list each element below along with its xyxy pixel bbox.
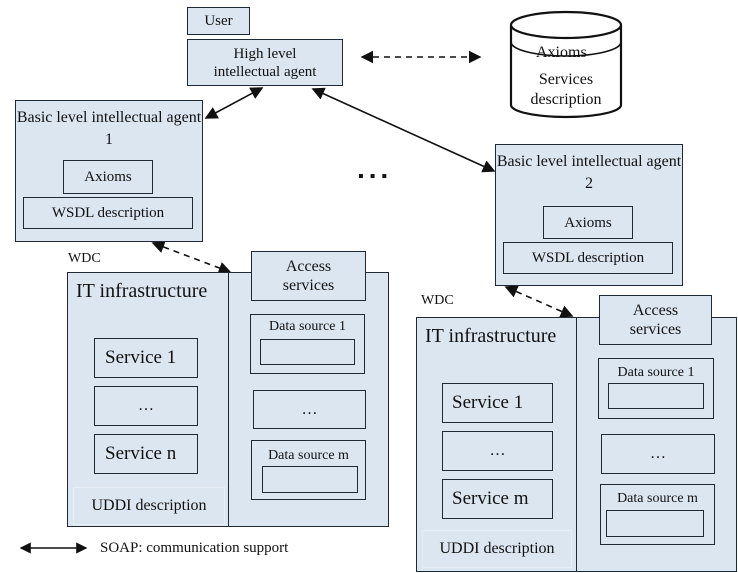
wdc2-data-source-1[interactable]: Data source 1 bbox=[598, 358, 714, 419]
wdc2-data-source-m[interactable]: Data source m bbox=[600, 484, 715, 545]
wdc1-uddi-label: UDDI description bbox=[91, 497, 207, 515]
wdc2-data-source-ellipsis[interactable]: … bbox=[601, 434, 715, 474]
wdc1-access-services-label: Access services bbox=[282, 257, 335, 294]
agent2-axioms-label: Axioms bbox=[564, 214, 612, 231]
wdc1-data-source-1[interactable]: Data source 1 bbox=[250, 314, 365, 374]
database-icon bbox=[509, 10, 623, 119]
wdc2-uddi[interactable]: UDDI description bbox=[422, 530, 572, 568]
wdc1-service-label: Service n bbox=[105, 442, 177, 464]
arrow-agent2-to-wdc2 bbox=[504, 285, 574, 318]
wdc1-data-source-ellipsis[interactable]: … bbox=[253, 390, 366, 429]
wdc2-it-title: IT infrastructure bbox=[425, 325, 557, 347]
wdc2-data-source-label: … bbox=[650, 445, 666, 463]
wdc1-data-source-m-slot bbox=[262, 466, 358, 493]
wdc1-data-source-label: Data source 1 bbox=[269, 319, 346, 334]
wdc1-label: WDC bbox=[68, 251, 101, 266]
agent2-wsdl-label: WSDL description bbox=[531, 250, 645, 266]
wdc1-uddi[interactable]: UDDI description bbox=[73, 487, 225, 525]
wdc1-access-services[interactable]: Access services bbox=[251, 251, 366, 301]
wdc2-data-source-label: Data source 1 bbox=[617, 365, 695, 380]
wdc2-it-infrastructure[interactable]: IT infrastructure Service 1 … Service m … bbox=[416, 317, 577, 572]
wdc1-service-ellipsis[interactable]: … bbox=[94, 386, 198, 426]
wdc1-service-label: Service 1 bbox=[105, 346, 177, 368]
wdc1-it-infrastructure[interactable]: IT infrastructure Service 1 … Service n … bbox=[67, 272, 229, 527]
high-level-agent-label: High level intellectual agent bbox=[213, 45, 317, 80]
agent1-axioms-label: Axioms bbox=[84, 169, 132, 185]
wdc1-service-n[interactable]: Service n bbox=[94, 434, 198, 474]
wdc2-service-label: … bbox=[489, 442, 506, 460]
agent1-wsdl-label: WSDL description bbox=[51, 205, 165, 221]
wdc2-data-source-1-slot bbox=[608, 383, 704, 409]
legend-label: SOAP: communication support bbox=[100, 540, 289, 556]
agent1-box[interactable]: Basic level intellectual agent 1 Axioms … bbox=[15, 100, 203, 242]
agent1-title: Basic level intellectual agent 1 bbox=[16, 109, 202, 149]
wdc2-uddi-label: UDDI description bbox=[439, 540, 555, 558]
database-services-description: Services description bbox=[530, 71, 602, 108]
wdc2-service-1[interactable]: Service 1 bbox=[442, 383, 553, 423]
high-level-agent-box[interactable]: High level intellectual agent bbox=[187, 39, 343, 86]
wdc2-label: WDC bbox=[421, 293, 454, 308]
wdc2-access-services[interactable]: Access services bbox=[599, 295, 712, 345]
arrow-high-to-agent2 bbox=[311, 87, 496, 173]
user-box[interactable]: User bbox=[187, 7, 250, 35]
agent2-title: Basic level intellectual agent 2 bbox=[496, 153, 682, 193]
user-label: User bbox=[204, 13, 233, 29]
wdc1-data-source-1-slot bbox=[260, 339, 355, 365]
wdc2-service-ellipsis[interactable]: … bbox=[442, 431, 553, 471]
wdc1-it-title: IT infrastructure bbox=[76, 280, 208, 302]
wdc1-data-source-label: Data source m bbox=[268, 448, 349, 463]
wdc1-data-source-label: … bbox=[301, 400, 318, 418]
agent1-axioms[interactable]: Axioms bbox=[63, 160, 153, 194]
wdc1-data-source-m[interactable]: Data source m bbox=[251, 440, 366, 500]
agent2-wsdl[interactable]: WSDL description bbox=[503, 242, 673, 274]
agent1-wsdl[interactable]: WSDL description bbox=[23, 197, 193, 229]
wdc2-service-label: Service m bbox=[452, 487, 529, 509]
arrow-agent1-to-wdc1 bbox=[151, 240, 232, 275]
wdc1-service-label: … bbox=[138, 397, 154, 415]
ellipsis-dots: ▪ ▪ ▪ bbox=[358, 168, 389, 185]
wdc2-data-source-m-slot bbox=[606, 510, 704, 537]
wdc2-service-label: Service 1 bbox=[452, 391, 524, 413]
database-axioms: Axioms bbox=[536, 44, 587, 61]
agent2-axioms[interactable]: Axioms bbox=[543, 206, 633, 239]
wdc1-service-1[interactable]: Service 1 bbox=[94, 338, 198, 378]
wdc2-access-services-label: Access services bbox=[629, 301, 682, 338]
wdc2-service-m[interactable]: Service m bbox=[442, 479, 553, 519]
wdc2-data-source-label: Data source m bbox=[617, 491, 698, 506]
arrow-high-to-agent1 bbox=[204, 87, 264, 119]
agent2-box[interactable]: Basic level intellectual agent 2 Axioms … bbox=[495, 144, 683, 286]
